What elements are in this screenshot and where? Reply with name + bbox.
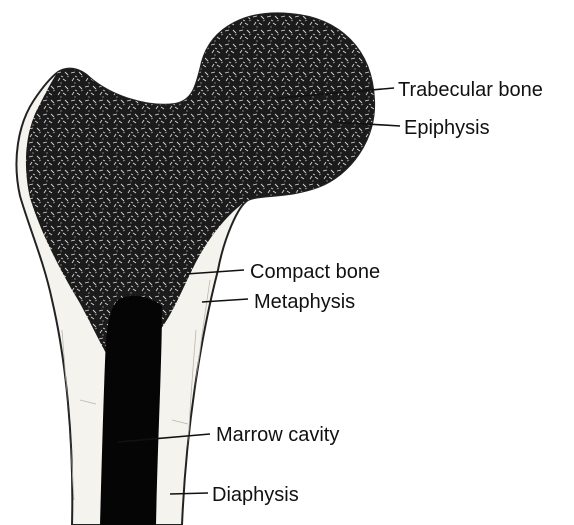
marrow-cavity-region [100,296,162,525]
label-compact-bone: Compact bone [250,261,380,283]
label-epiphysis: Epiphysis [404,117,490,139]
label-marrow-cavity: Marrow cavity [216,424,339,446]
label-diaphysis: Diaphysis [212,484,299,506]
leader-diaphysis [170,493,208,494]
label-trabecular-bone: Trabecular bone [398,79,543,101]
label-metaphysis: Metaphysis [254,291,355,313]
